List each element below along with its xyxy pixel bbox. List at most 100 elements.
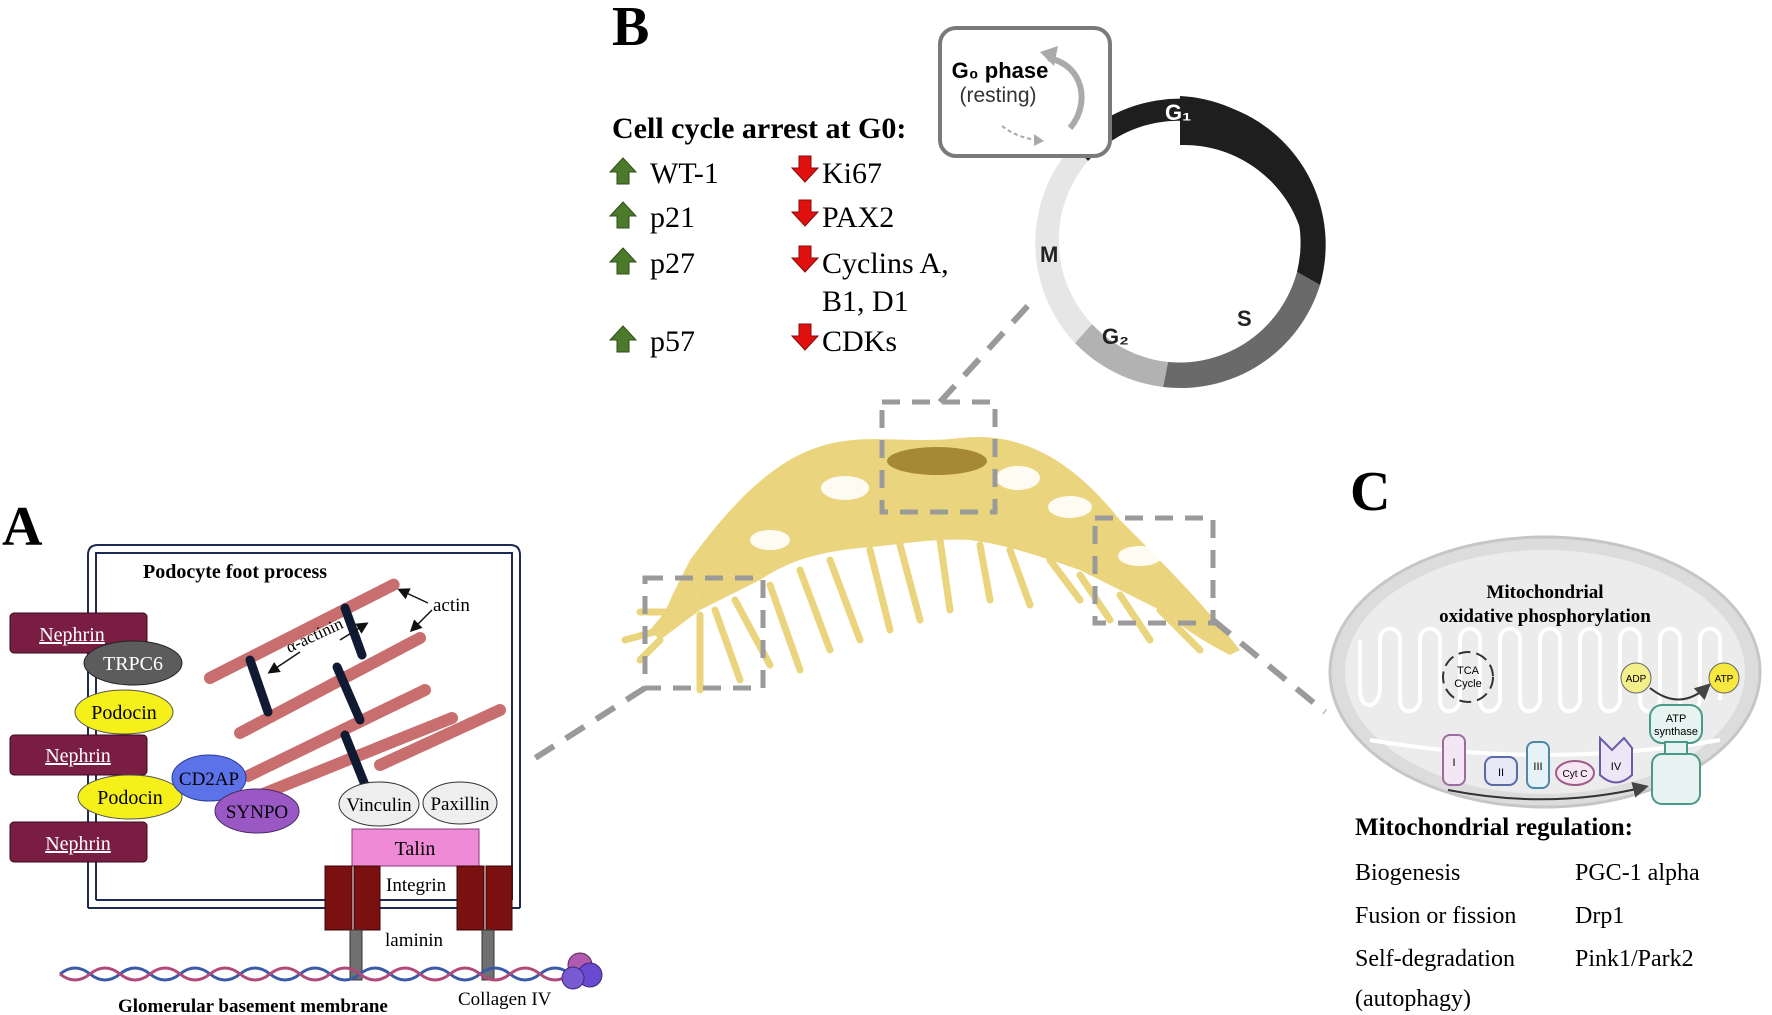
mitochondrion-in-cell xyxy=(1118,546,1162,566)
mitochondrion-in-cell xyxy=(1048,496,1092,518)
nephrin-label-2: Nephrin xyxy=(45,745,111,767)
nephrin-label-3: Nephrin xyxy=(45,833,111,855)
zoom-line-c xyxy=(1211,617,1327,715)
tca-cycle-icon: TCA Cycle xyxy=(1442,651,1494,703)
mito-title-line1: Mitochondrial xyxy=(1486,582,1603,603)
atp-molecule xyxy=(1708,662,1740,694)
synpo-protein xyxy=(214,788,300,834)
synpo-label: SYNPO xyxy=(226,802,288,823)
nephrin-label-1: Nephrin xyxy=(39,624,105,646)
g0-phase-title: G₀ phase xyxy=(952,58,1049,83)
phase-g1-label: G₁ xyxy=(1165,100,1191,125)
regulation-heading: Mitochondrial regulation: xyxy=(1355,814,1633,841)
up-item: WT-1 xyxy=(650,157,719,190)
up-arrow-icon xyxy=(608,157,638,185)
down-item: CDKs xyxy=(822,325,897,358)
down-regulated-list: Ki67 PAX2 Cyclins A, B1, D1 CDKs xyxy=(790,155,949,358)
atp-synthase: ATP synthase xyxy=(1649,704,1703,805)
nucleus xyxy=(887,447,987,475)
laminin-label: laminin xyxy=(385,930,444,951)
up-regulated-list: WT-1 p21 p27 p57 xyxy=(608,157,719,358)
regulation-process: Fusion or fission xyxy=(1355,903,1516,929)
regulation-regulator: PGC-1 alpha xyxy=(1575,860,1700,886)
panel-label-a: A xyxy=(2,496,43,558)
down-arrow-icon xyxy=(790,323,820,351)
cell-cycle-ring: G₁ S G₂ M xyxy=(1035,96,1326,389)
integrin-label: Integrin xyxy=(386,875,447,896)
collagen-label: Collagen IV xyxy=(458,989,552,1010)
podocin-protein-1 xyxy=(74,689,174,735)
mitochondrion-in-cell xyxy=(821,476,869,500)
vinculin-label: Vinculin xyxy=(346,795,412,816)
phase-g1-segment xyxy=(1073,98,1326,285)
foot-process-title: Podocyte foot process xyxy=(143,561,327,583)
podocin-protein-2 xyxy=(77,774,183,820)
g0-phase-box: G₀ phase (resting) xyxy=(938,26,1112,158)
mito-title-line2: oxidative phosphorylation xyxy=(1439,606,1651,627)
zoom-line-a xyxy=(530,685,647,763)
tca-label-2: Cycle xyxy=(1454,678,1482,690)
regulation-process-extra: (autophagy) xyxy=(1355,986,1471,1012)
down-item: Ki67 xyxy=(822,157,882,190)
talin-protein xyxy=(351,828,480,867)
cd2ap-protein xyxy=(171,754,247,802)
tca-label-1: TCA xyxy=(1457,665,1480,677)
down-item: PAX2 xyxy=(822,201,894,234)
proton-flow-arrow xyxy=(1447,782,1649,801)
down-arrow-icon xyxy=(790,155,820,183)
cytochrome-c xyxy=(1555,760,1595,786)
complex-ii xyxy=(1484,756,1518,786)
adp-label: ADP xyxy=(1626,674,1647,685)
actin-label: actin xyxy=(433,595,470,616)
atp-synthase-label-1: ATP xyxy=(1666,713,1687,725)
collagen-helix xyxy=(59,952,603,990)
complex-iv xyxy=(1599,735,1633,784)
nephrin-block-2 xyxy=(9,734,148,776)
electron-transport-chain: I II III Cyt C IV xyxy=(1442,734,1649,801)
regulation-regulator: Drp1 xyxy=(1575,903,1624,929)
phase-s-segment xyxy=(1163,272,1320,389)
up-item: p21 xyxy=(650,201,695,234)
complex-i-label: I xyxy=(1452,757,1455,769)
complex-iii-label: III xyxy=(1533,761,1542,773)
talin-label: Talin xyxy=(395,838,436,860)
g0-entry-arrow xyxy=(1047,55,1085,130)
vinculin-protein xyxy=(338,781,420,827)
down-item: B1, D1 xyxy=(822,285,909,318)
cell-cycle-heading: Cell cycle arrest at G0: xyxy=(612,112,906,145)
zoom-box-foot-process xyxy=(642,575,766,691)
complex-i xyxy=(1442,734,1466,786)
complex-ii-label: II xyxy=(1498,767,1504,779)
regulation-table: Biogenesis PGC-1 alpha Fusion or fission… xyxy=(1355,860,1700,1012)
down-arrow-icon xyxy=(790,245,820,273)
up-arrow-icon xyxy=(608,201,638,229)
mitochondrion-in-cell xyxy=(750,530,790,550)
podocin-label-1: Podocin xyxy=(91,702,157,724)
panel-label-b: B xyxy=(612,0,649,58)
complex-iii xyxy=(1526,741,1550,789)
up-arrow-icon xyxy=(608,325,638,353)
phase-s-label: S xyxy=(1237,306,1252,331)
down-item: Cyclins A, xyxy=(822,247,949,280)
regulation-regulator: Pink1/Park2 xyxy=(1575,946,1694,972)
down-arrow-icon xyxy=(790,199,820,227)
phase-g2-segment xyxy=(1075,324,1168,387)
up-item: p57 xyxy=(650,325,695,358)
zoom-line-b xyxy=(937,295,1038,405)
podocin-label-2: Podocin xyxy=(97,787,163,809)
zoom-box-nucleus xyxy=(879,399,998,515)
phase-m-segment xyxy=(1035,145,1092,343)
complex-iv-label: IV xyxy=(1611,761,1622,773)
regulation-process: Self-degradation xyxy=(1355,946,1515,972)
g0-phase-subtitle: (resting) xyxy=(959,84,1036,107)
phase-g2-label: G₂ xyxy=(1102,324,1129,349)
integrin-right xyxy=(456,865,513,981)
zoom-box-mitochondria xyxy=(1092,515,1216,626)
cd2ap-label: CD2AP xyxy=(179,769,239,790)
phase-m-label: M xyxy=(1040,242,1058,267)
adp-molecule xyxy=(1620,662,1652,694)
up-arrow-icon xyxy=(608,247,638,275)
atp-synthase-label-2: synthase xyxy=(1654,726,1698,738)
trpc6-label: TRPC6 xyxy=(103,653,163,675)
atp-label: ATP xyxy=(1715,674,1734,685)
